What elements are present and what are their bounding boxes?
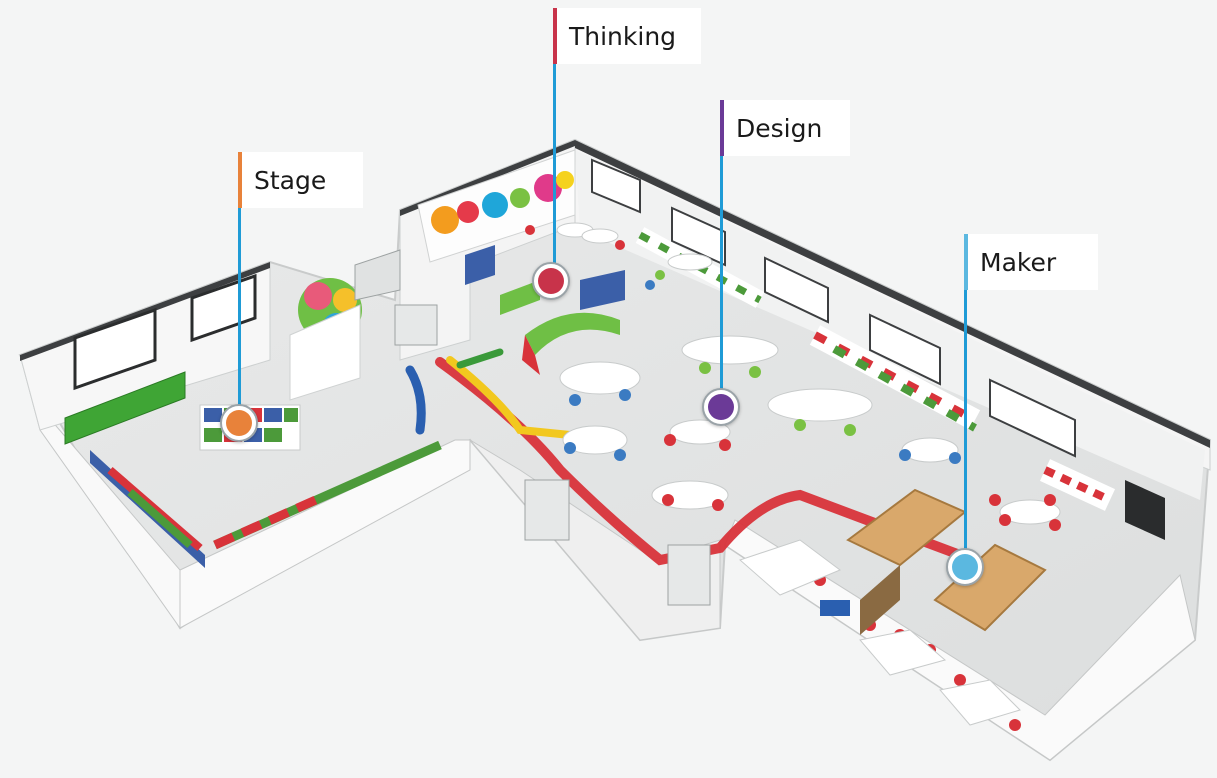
pin-maker[interactable]: [946, 548, 984, 586]
pin-stage[interactable]: [220, 404, 258, 442]
callout-thinking-label: Thinking: [569, 21, 677, 51]
bench-front-strip: [213, 440, 442, 550]
wall-cap-back-right: [575, 140, 1210, 448]
leader-line-design: [720, 151, 723, 396]
pin-thinking-dot: [538, 268, 564, 294]
doors: [394, 304, 711, 606]
front-wall-right: [724, 519, 1196, 761]
lockers: [1125, 480, 1165, 540]
floor-path-green: [456, 348, 504, 369]
floor-path-yellow: [446, 356, 624, 444]
pin-thinking[interactable]: [532, 262, 570, 300]
callout-stage-accent: [238, 152, 242, 208]
callout-maker[interactable]: Maker: [964, 234, 1098, 290]
computer-desks: [739, 539, 1021, 726]
floor-path-blue: [405, 365, 426, 435]
windows: [591, 158, 1076, 458]
pin-stage-dot: [226, 410, 252, 436]
callout-stage-label: Stage: [254, 165, 327, 195]
pin-design-dot: [708, 394, 734, 420]
leader-line-stage: [238, 203, 241, 405]
leader-line-thinking: [553, 58, 556, 266]
green-cabinets: [64, 371, 186, 445]
callout-design-label: Design: [736, 113, 823, 143]
callout-thinking-accent: [553, 8, 557, 64]
seating-left-strip: [90, 450, 205, 568]
callout-thinking[interactable]: Thinking: [553, 8, 701, 64]
tree-mural: [289, 278, 362, 401]
callout-design-accent: [720, 100, 724, 156]
pin-maker-dot: [952, 554, 978, 580]
pin-design[interactable]: [702, 388, 740, 426]
callout-maker-label: Maker: [980, 247, 1057, 277]
leader-line-maker: [964, 283, 967, 555]
sofas: [465, 245, 625, 375]
callout-maker-accent: [964, 234, 968, 290]
colorful-mural: [417, 149, 576, 263]
callout-stage[interactable]: Stage: [238, 152, 363, 208]
callout-design[interactable]: Design: [720, 100, 850, 156]
stairs: [354, 249, 401, 301]
